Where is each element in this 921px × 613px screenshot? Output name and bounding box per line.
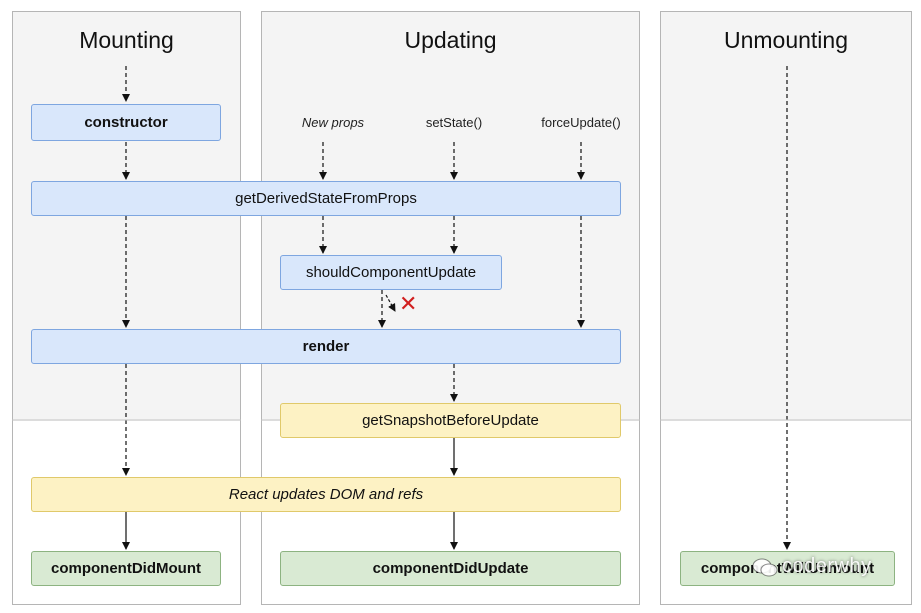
component-did-update-box: componentDidUpdate: [280, 551, 621, 586]
component-will-unmount-box: componentWillUnmount: [680, 551, 895, 586]
constructor-box: constructor: [31, 104, 221, 141]
trigger-new-props: New props: [301, 115, 365, 130]
wechat-icon: [752, 558, 778, 577]
mounting-title: Mounting: [79, 27, 174, 53]
unmounting-column: [660, 11, 912, 605]
arrow-scu-false: [385, 294, 396, 312]
should-component-update-box: shouldComponentUpdate: [280, 255, 502, 290]
get-snapshot-box: getSnapshotBeforeUpdate: [280, 403, 621, 438]
react-updates-dom-box: React updates DOM and refs: [31, 477, 621, 512]
get-derived-state-box: getDerivedStateFromProps: [31, 181, 621, 216]
updating-title: Updating: [404, 27, 497, 53]
watermark-text: coderwhy: [782, 555, 872, 577]
trigger-set-state: setState(): [425, 115, 483, 130]
component-did-mount-box: componentDidMount: [31, 551, 221, 586]
unmounting-title: Unmounting: [723, 27, 849, 53]
trigger-force-update: forceUpdate(): [541, 115, 621, 130]
reject-x-icon: ✕: [399, 291, 418, 316]
render-box: render: [31, 329, 621, 364]
